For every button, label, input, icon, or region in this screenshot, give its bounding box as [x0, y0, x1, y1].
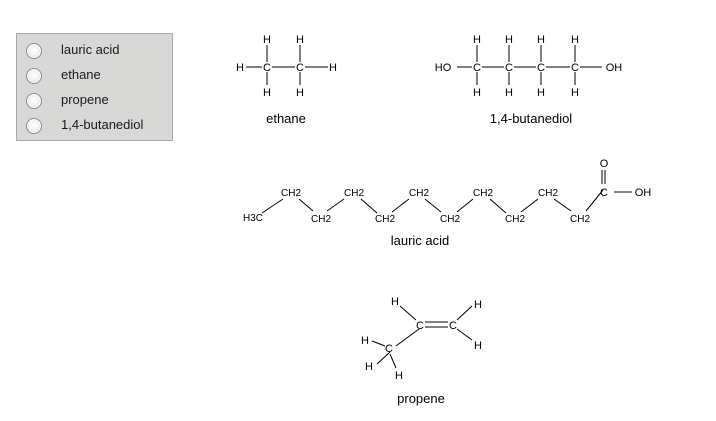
ch2-group: CH2: [375, 214, 395, 225]
atom-c: C: [263, 62, 271, 74]
ch2-group: CH2: [409, 188, 429, 199]
atom-c: C: [385, 343, 393, 355]
atom-h: H: [263, 87, 271, 99]
atom-h: H: [473, 87, 481, 99]
ch2-group: CH2: [473, 188, 493, 199]
lauric-acid-structure: H3C CH2 CH2 CH2 CH2 CH2 CH2 CH2 CH2 CH2 …: [243, 158, 651, 248]
radio-button[interactable]: [26, 118, 42, 134]
ethane-structure: H C C H H H H H ethane: [236, 34, 337, 126]
butanediol-label: 1,4-butanediol: [490, 111, 573, 126]
hydroxyl-group: OH: [635, 187, 652, 199]
atom-c: C: [537, 62, 545, 74]
atom-h: H: [263, 34, 271, 46]
ch2-group: CH2: [505, 214, 525, 225]
atom-h: H: [361, 335, 369, 347]
option-label: lauric acid: [61, 42, 120, 57]
atom-h: H: [236, 62, 244, 74]
hydroxyl-group: OH: [606, 62, 623, 74]
propene-label: propene: [397, 391, 445, 406]
atom-h: H: [474, 340, 482, 352]
ch2-group: CH2: [281, 188, 301, 199]
ch2-group: CH2: [440, 214, 460, 225]
atom-h: H: [395, 370, 403, 382]
atom-h: H: [505, 87, 513, 99]
option-label: 1,4-butanediol: [61, 117, 144, 132]
atom-h: H: [365, 361, 373, 373]
ch2-group: CH2: [311, 214, 331, 225]
ch2-group: CH2: [570, 214, 590, 225]
atom-h: H: [329, 62, 337, 74]
radio-button[interactable]: [26, 93, 42, 109]
butanediol-structure: HO C C C C OH H H H H H H H H 1,4-butane…: [435, 34, 623, 126]
methyl-group: H3C: [243, 213, 263, 224]
radio-button[interactable]: [26, 68, 42, 84]
atom-h: H: [296, 34, 304, 46]
option-propene[interactable]: propene: [17, 91, 172, 111]
atom-c: C: [505, 62, 513, 74]
atom-h: H: [537, 34, 545, 46]
atom-h: H: [296, 87, 304, 99]
atom-h: H: [391, 296, 399, 308]
answer-options-panel: lauric acid ethane propene 1,4-butanedio…: [16, 33, 173, 141]
option-label: propene: [61, 92, 109, 107]
atom-h: H: [571, 87, 579, 99]
option-butanediol[interactable]: 1,4-butanediol: [17, 116, 172, 136]
option-ethane[interactable]: ethane: [17, 66, 172, 86]
atom-c: C: [473, 62, 481, 74]
atom-h: H: [474, 299, 482, 311]
atom-c: C: [296, 62, 304, 74]
hydroxyl-group: HO: [435, 62, 452, 74]
atom-h: H: [473, 34, 481, 46]
propene-structure: H C C H H C H H H propene: [361, 296, 482, 406]
ch2-group: CH2: [344, 188, 364, 199]
option-label: ethane: [61, 67, 101, 82]
atom-c: C: [600, 187, 608, 199]
option-lauric-acid[interactable]: lauric acid: [17, 41, 172, 61]
lauric-acid-label: lauric acid: [391, 233, 450, 248]
atom-h: H: [505, 34, 513, 46]
atom-c: C: [416, 320, 424, 332]
ethane-label: ethane: [266, 111, 306, 126]
ch2-group: CH2: [538, 188, 558, 199]
atom-h: H: [571, 34, 579, 46]
atom-c: C: [449, 320, 457, 332]
atom-h: H: [537, 87, 545, 99]
atom-c: C: [571, 62, 579, 74]
radio-button[interactable]: [26, 43, 42, 59]
atom-o: O: [600, 158, 609, 170]
